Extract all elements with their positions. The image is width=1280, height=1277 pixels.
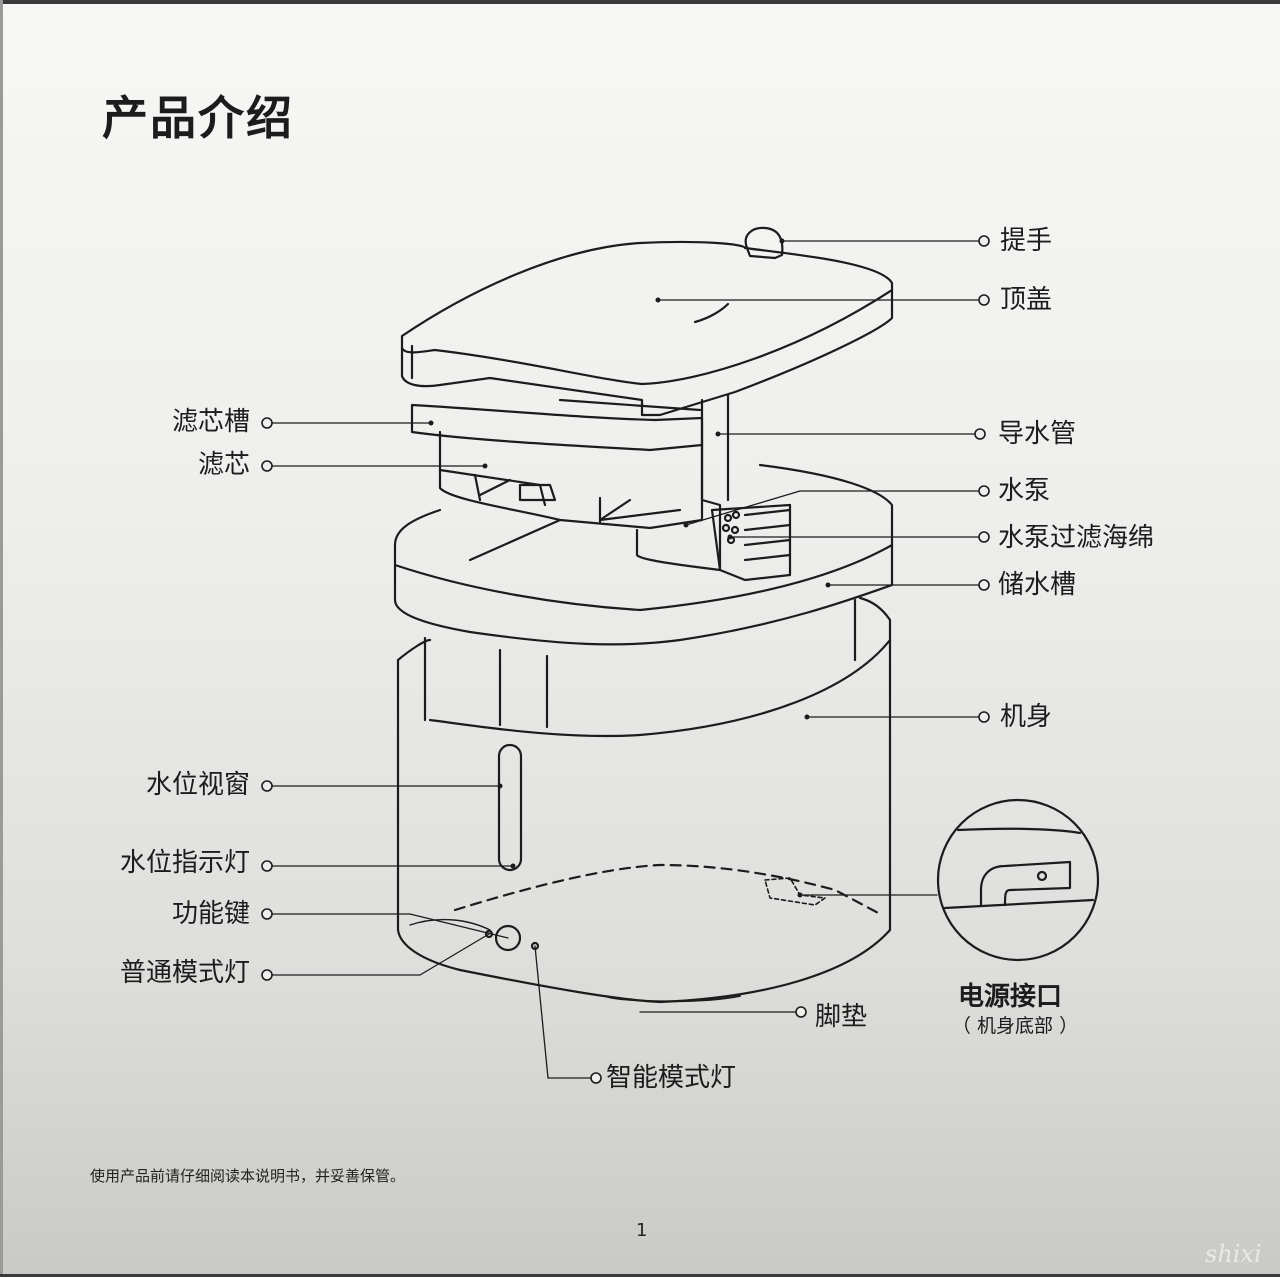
power-port-title: 电源接口 bbox=[958, 982, 1063, 1012]
page-edge bbox=[0, 0, 1280, 4]
label-water-pipe: 导水管 bbox=[998, 419, 1077, 449]
water-pipe-drawing bbox=[700, 393, 730, 502]
label-water-tank: 储水槽 bbox=[998, 570, 1077, 600]
label-pump-filter-sponge: 水泵过滤海绵 bbox=[998, 523, 1155, 553]
leader-anchor-dots bbox=[428, 238, 831, 898]
leader-end-circles bbox=[261, 235, 990, 1084]
label-foot-pad: 脚垫 bbox=[815, 1002, 868, 1032]
page-edge bbox=[0, 0, 3, 1277]
page-title: 产品介绍 bbox=[102, 91, 294, 145]
power-port-subtitle: （ 机身底部 ） bbox=[952, 1015, 1079, 1037]
top-cover-drawing bbox=[400, 226, 894, 417]
label-body: 机身 bbox=[1000, 702, 1053, 732]
footnote: 使用产品前请仔细阅读本说明书，并妥善保管。 bbox=[90, 1167, 406, 1185]
label-function-key: 功能键 bbox=[171, 899, 250, 929]
leader-lines bbox=[271, 240, 979, 1079]
label-smart-mode-light: 智能模式灯 bbox=[606, 1063, 737, 1093]
water-pump-drawing bbox=[635, 498, 792, 582]
label-filter: 滤芯 bbox=[197, 450, 250, 480]
water-tank-drawing bbox=[393, 463, 894, 646]
watermark: shixi bbox=[1205, 1240, 1262, 1268]
label-water-level-indicator: 水位指示灯 bbox=[119, 848, 250, 878]
label-normal-mode-light: 普通模式灯 bbox=[119, 958, 250, 988]
page-edge bbox=[0, 1274, 1280, 1277]
body-drawing bbox=[396, 596, 892, 1004]
label-water-pump: 水泵 bbox=[998, 476, 1051, 506]
label-filter-slot: 滤芯槽 bbox=[171, 407, 250, 437]
power-port-detail bbox=[936, 798, 1100, 962]
label-water-level-window: 水位视窗 bbox=[145, 770, 250, 800]
filter-drawing bbox=[410, 398, 704, 530]
page-number: 1 bbox=[636, 1220, 648, 1241]
label-top-cover: 顶盖 bbox=[1000, 285, 1053, 315]
label-handle: 提手 bbox=[1000, 226, 1053, 256]
